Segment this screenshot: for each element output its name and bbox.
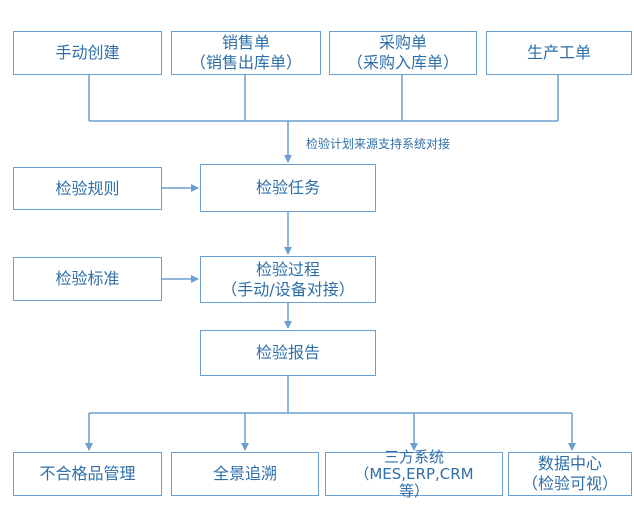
- source-box-manual: 手动创建: [13, 31, 162, 75]
- box-label: 数据中心: [537, 454, 602, 473]
- flow-annotation: 检验计划来源支持系统对接: [306, 137, 451, 151]
- source-box-work-order: 生产工单: [486, 31, 632, 75]
- box-label: 检验规则: [55, 178, 120, 198]
- box-sublabel: 等）: [398, 481, 429, 500]
- output-box-nonconforming: 不合格品管理: [13, 452, 162, 496]
- box-sublabel: （检验可视）: [521, 474, 618, 493]
- output-box-traceability: 全景追溯: [171, 452, 319, 496]
- box-label: 检验标准: [55, 269, 120, 288]
- box-sublabel: （MES,ERP,CRM: [354, 464, 474, 483]
- box-label: 手动创建: [55, 43, 120, 62]
- output-box-data-center: 数据中心 （检验可视）: [508, 452, 632, 496]
- box-label: 销售单: [221, 33, 270, 52]
- box-label: 不合格品管理: [39, 464, 136, 483]
- source-box-sales-order: 销售单 （销售出库单）: [171, 31, 321, 75]
- inspection-rule-box: 检验规则: [13, 167, 162, 210]
- box-sublabel: （采购入库单）: [346, 53, 459, 72]
- inspection-standard-box: 检验标准: [13, 257, 162, 301]
- inspection-process-box: 检验过程 （手动/设备对接）: [200, 256, 376, 303]
- inspection-task-box: 检验任务: [200, 164, 376, 212]
- box-label: 生产工单: [526, 43, 591, 62]
- box-label: 采购单: [378, 33, 427, 52]
- source-box-purchase-order: 采购单 （采购入库单）: [329, 31, 477, 75]
- box-sublabel: （销售出库单）: [189, 53, 302, 72]
- box-sublabel: （手动/设备对接）: [221, 279, 355, 299]
- box-label: 检验报告: [255, 343, 320, 362]
- box-label: 三方系统: [383, 447, 444, 466]
- box-label: 检验过程: [255, 259, 320, 279]
- inspection-report-box: 检验报告: [200, 330, 376, 376]
- box-label: 全景追溯: [212, 464, 277, 483]
- box-label: 检验任务: [255, 178, 320, 197]
- output-box-third-party: 三方系统 （MES,ERP,CRM 等）: [325, 447, 503, 499]
